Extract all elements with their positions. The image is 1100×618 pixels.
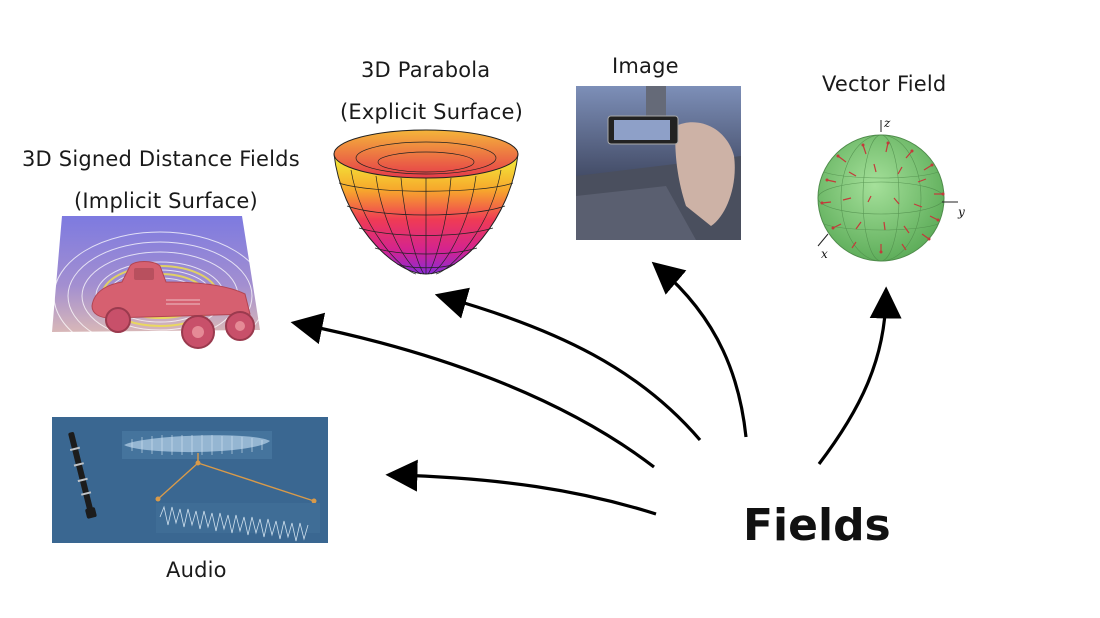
audio-image: [52, 417, 328, 543]
sdf-car-image: [52, 216, 265, 354]
arrow-to-sdf: [290, 312, 655, 469]
sdf-label-line2: (Implicit Surface): [74, 189, 258, 213]
arrow-to-vector: [817, 286, 902, 465]
arrow-to-image: [651, 261, 748, 438]
arrow-to-parabola: [434, 287, 702, 442]
photo-image: [576, 86, 741, 240]
audio-label: Audio: [166, 558, 227, 582]
arrow-to-audio: [385, 459, 657, 516]
axis-z-label: z: [883, 116, 891, 130]
axis-y-label: y: [957, 205, 965, 219]
parabola-label-line1: 3D Parabola: [361, 58, 491, 82]
image-label: Image: [612, 54, 679, 78]
vector-field-sphere: z y x: [817, 116, 965, 262]
parabola-label-line2: (Explicit Surface): [340, 100, 523, 124]
axis-x-label: x: [821, 247, 828, 261]
sdf-label-line1: 3D Signed Distance Fields: [22, 147, 300, 171]
vector-field-label: Vector Field: [822, 72, 947, 96]
parabola-surface: [333, 129, 519, 275]
fields-title: Fields: [743, 500, 891, 551]
